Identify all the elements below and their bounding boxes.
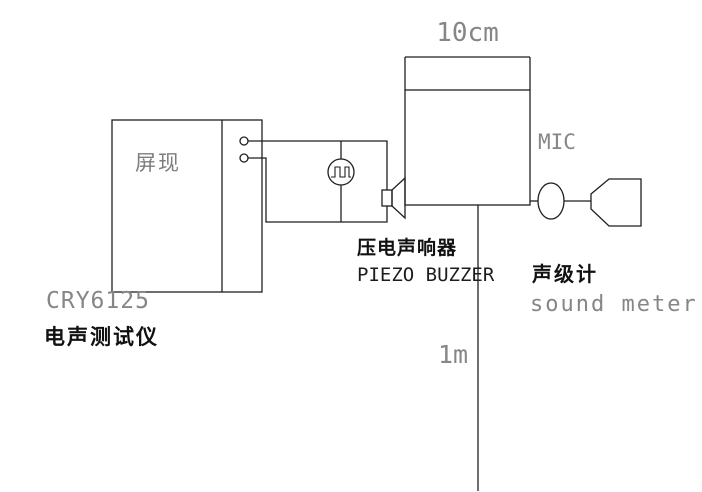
buzzer-label-en: PIEZO BUZZER [357,264,495,286]
dimension-10cm-lines [404,56,531,90]
meter-label-en: sound meter [530,292,698,317]
speaker-icon [381,176,406,220]
dimension-1m-label: 1m [438,340,469,369]
tester-outline [111,119,263,293]
dimension-10cm-label: 10cm [436,18,499,48]
output-terminal-bottom [239,153,249,163]
wire-top [248,140,388,190]
meter-label-cn: 声级计 [532,262,598,286]
square-wave-glyph [331,166,351,178]
wiring [248,140,388,223]
sound-meter-body [590,178,642,227]
speaker-driver [381,189,393,207]
tester-box [111,119,263,293]
screen-label: 屏现 [135,151,181,175]
wire-bottom [248,157,388,223]
sound-meter-assembly [530,178,642,227]
mic-label: MIC [538,130,576,154]
device-model-label: CRY6125 [46,288,150,314]
microphone-icon [537,182,565,220]
device-name-label: 电声测试仪 [44,325,159,349]
speaker-cone [391,176,406,220]
test-box [404,89,531,206]
buzzer-label-cn: 压电声响器 [357,237,458,259]
output-terminal-top [239,136,249,146]
square-wave-source-icon [327,141,355,222]
source-circle [327,158,355,186]
